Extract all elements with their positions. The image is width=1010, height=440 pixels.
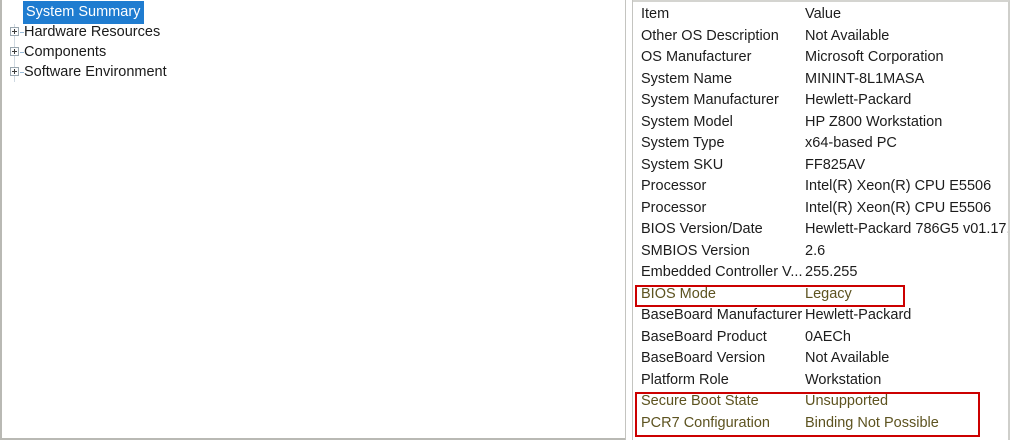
detail-row-item: System SKU xyxy=(641,156,724,173)
detail-row-item: Processor xyxy=(641,178,707,194)
detail-row-value: 0AECh xyxy=(805,328,851,345)
expand-plus-icon[interactable] xyxy=(7,22,24,42)
expand-plus-icon[interactable] xyxy=(7,42,24,62)
detail-row-value: x64-based PC xyxy=(805,135,897,151)
detail-row-item: BaseBoard Manufacturer xyxy=(641,307,803,323)
detail-row-value: HP Z800 Workstation xyxy=(805,113,943,130)
detail-row-value: Hewlett-Packard xyxy=(805,92,912,108)
detail-row[interactable]: System SKU FF825AV xyxy=(633,155,1008,177)
detail-row[interactable]: Embedded Controller V...255.255 xyxy=(633,262,1008,284)
detail-row-value: Not Available xyxy=(805,27,890,44)
detail-row-value: Intel(R) Xeon(R) CPU E5506 xyxy=(805,178,992,194)
detail-row-value: Binding Not Possible xyxy=(805,414,939,431)
detail-row[interactable]: System Name MININT-8L1MASA xyxy=(633,69,1008,91)
detail-row[interactable]: BaseBoard Version Not Available xyxy=(633,348,1008,370)
detail-row-item: BaseBoard Product xyxy=(641,328,767,345)
detail-row[interactable]: System Type x64-based PC xyxy=(633,133,1008,155)
detail-row[interactable]: BaseBoard Product 0AECh xyxy=(633,327,1008,349)
detail-row-item: System Manufacturer xyxy=(641,92,779,108)
detail-row-item: OS Manufacturer xyxy=(641,49,752,65)
detail-row[interactable]: Processor Intel(R) Xeon(R) CPU E5506 xyxy=(633,198,1008,220)
detail-row-item: Other OS Description xyxy=(641,27,779,44)
detail-row-item: System Type xyxy=(641,135,725,151)
plus-box-glyph xyxy=(10,47,19,56)
expand-plus-icon[interactable] xyxy=(7,62,24,82)
tree-item-label: Components xyxy=(24,44,107,60)
detail-row-value: FF825AV xyxy=(805,156,866,173)
detail-row-item: Secure Boot State xyxy=(641,393,759,409)
tree-item-system-summary[interactable]: System Summary xyxy=(2,0,625,24)
detail-row[interactable]: SMBIOS Version 2.6 xyxy=(633,241,1008,263)
detail-row-item: System Name xyxy=(641,70,733,87)
detail-row-item: PCR7 Configuration xyxy=(641,414,770,431)
column-header-value: Value xyxy=(805,6,842,22)
detail-row-item: BIOS Mode xyxy=(641,285,716,302)
column-header-item: Item xyxy=(641,6,670,22)
detail-row[interactable]: Processor Intel(R) Xeon(R) CPU E5506 xyxy=(633,176,1008,198)
plus-box-glyph xyxy=(10,27,19,36)
detail-row[interactable]: BIOS Version/Date Hewlett-Packard 786G5 v… xyxy=(633,219,1010,241)
detail-row-item: Platform Role xyxy=(641,371,729,388)
detail-row[interactable]: System Manufacturer Hewlett-Packard xyxy=(633,90,1008,112)
tree-item-label: Software Environment xyxy=(24,64,167,80)
detail-row-value: Legacy xyxy=(805,285,852,302)
detail-row-value: Not Available xyxy=(805,350,890,366)
detail-row-value: Microsoft Corporation xyxy=(805,49,944,65)
detail-row-value: MININT-8L1MASA xyxy=(805,70,925,87)
detail-row-item: Embedded Controller V... xyxy=(641,264,803,280)
detail-row[interactable]: Other OS Description Not Available xyxy=(633,26,1008,48)
detail-row[interactable]: System Model HP Z800 Workstation xyxy=(633,112,1008,134)
tree-item-label: System Summary xyxy=(23,0,145,24)
detail-row-value: Intel(R) Xeon(R) CPU E5506 xyxy=(805,199,992,216)
detail-row-item: Processor xyxy=(641,199,707,216)
detail-row[interactable]: OS Manufacturer Microsoft Corporation xyxy=(633,47,1008,69)
tree-item-hardware-resources[interactable]: Hardware Resources xyxy=(2,22,625,42)
detail-column-header-row: Item Value xyxy=(633,4,1008,26)
detail-row-value: Hewlett-Packard 786G5 v01.17, 8/ xyxy=(805,221,1010,237)
detail-row-item: BaseBoard Version xyxy=(641,350,766,366)
detail-row-item: System Model xyxy=(641,113,733,130)
detail-row[interactable]: Secure Boot State Unsupported xyxy=(633,391,1008,413)
detail-row-value: 255.255 xyxy=(805,264,858,280)
detail-row-value: Workstation xyxy=(805,371,882,388)
detail-row-value: Unsupported xyxy=(805,393,889,409)
tree-item-components[interactable]: Components xyxy=(2,42,625,62)
panel-splitter[interactable] xyxy=(625,0,633,440)
detail-row[interactable]: BIOS Mode Legacy xyxy=(633,284,1008,306)
detail-row-value: Hewlett-Packard xyxy=(805,307,912,323)
tree-item-label: Hardware Resources xyxy=(24,24,161,40)
plus-box-glyph xyxy=(10,67,19,76)
detail-row-value: 2.6 xyxy=(805,242,826,259)
tree-item-software-environment[interactable]: Software Environment xyxy=(2,62,625,82)
detail-row-item: BIOS Version/Date xyxy=(641,221,763,237)
detail-row-item: SMBIOS Version xyxy=(641,242,750,259)
detail-row[interactable]: PCR7 Configuration Binding Not Possible xyxy=(633,413,1008,435)
detail-row[interactable]: Platform Role Workstation xyxy=(633,370,1008,392)
